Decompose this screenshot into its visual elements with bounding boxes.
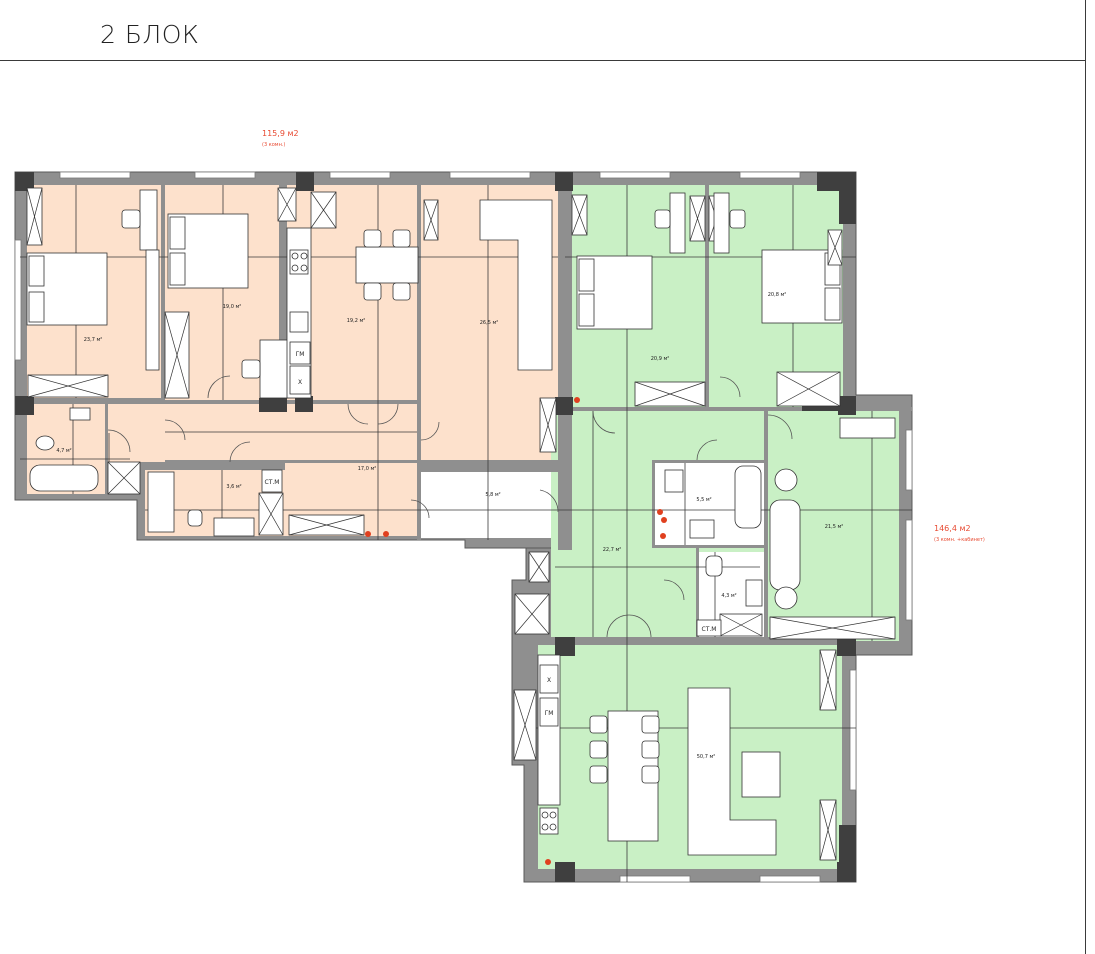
doors	[107, 375, 793, 638]
room-area-b-living: 50,7 м²	[697, 754, 716, 760]
tables-chairs	[121, 189, 746, 842]
apartment-b-area: 146,4 м2	[934, 524, 971, 533]
apartment-b-note: (3 комн. +кабинет)	[934, 537, 985, 543]
oven-label-a: Х	[298, 379, 302, 386]
room-area-a-kitchen: 19,2 м²	[347, 318, 366, 324]
room-area-labels: 23,7 м² 19,0 м² 19,2 м² 26,5 м² 4,7 м² 3…	[56, 292, 843, 760]
room-area-b-master: 21,5 м²	[825, 524, 844, 530]
kitchen-sanitary: ГМ Х СТ.М СТ.М Х ГМ	[29, 227, 763, 835]
room-area-a-living: 26,5 м²	[480, 320, 499, 326]
washer-label-b: СТ.М	[702, 626, 717, 633]
room-area-a-bath1: 4,7 м²	[56, 448, 71, 454]
windows	[14, 171, 913, 883]
room-lobby	[421, 472, 558, 538]
partitions	[27, 185, 912, 645]
block-title: 2 БЛОК	[100, 20, 200, 49]
apartment-a-note: (3 комн.)	[262, 142, 285, 148]
apartment-totals: 115,9 м2 (3 комн.) 146,4 м2 (3 комн. +ка…	[262, 129, 985, 543]
room-area-b-bed2: 20,8 м²	[768, 292, 787, 298]
room-area-a-bath2: 3,6 м²	[226, 484, 241, 490]
washer-label-a: СТ.М	[265, 479, 280, 486]
dining-table-a	[355, 246, 419, 284]
room-area-a-bed1: 23,7 м²	[84, 337, 103, 343]
room-area-b-bed1: 20,9 м²	[651, 356, 670, 362]
page-header: 2 БЛОК	[0, 0, 1085, 61]
sofas	[479, 199, 896, 856]
utility-dots	[365, 397, 667, 865]
room-area-b-hall: 22,7 м²	[603, 547, 622, 553]
page-right-border	[1085, 0, 1086, 954]
room-area-lobby: 5,8 м²	[485, 492, 500, 498]
fridge-label-a: ГМ	[296, 351, 305, 358]
room-area-b-wc: 4,3 м²	[721, 593, 736, 599]
room-area-a-bed2: 19,0 м²	[223, 304, 242, 310]
room-area-a-hall: 17,0 м²	[358, 466, 377, 472]
room-area-b-bath1: 5,5 м²	[696, 497, 711, 503]
coffee-table	[741, 751, 781, 798]
oven-label-b: Х	[547, 677, 551, 684]
fridge-label-b: ГМ	[545, 710, 554, 717]
apartment-a-area: 115,9 м2	[262, 129, 299, 138]
